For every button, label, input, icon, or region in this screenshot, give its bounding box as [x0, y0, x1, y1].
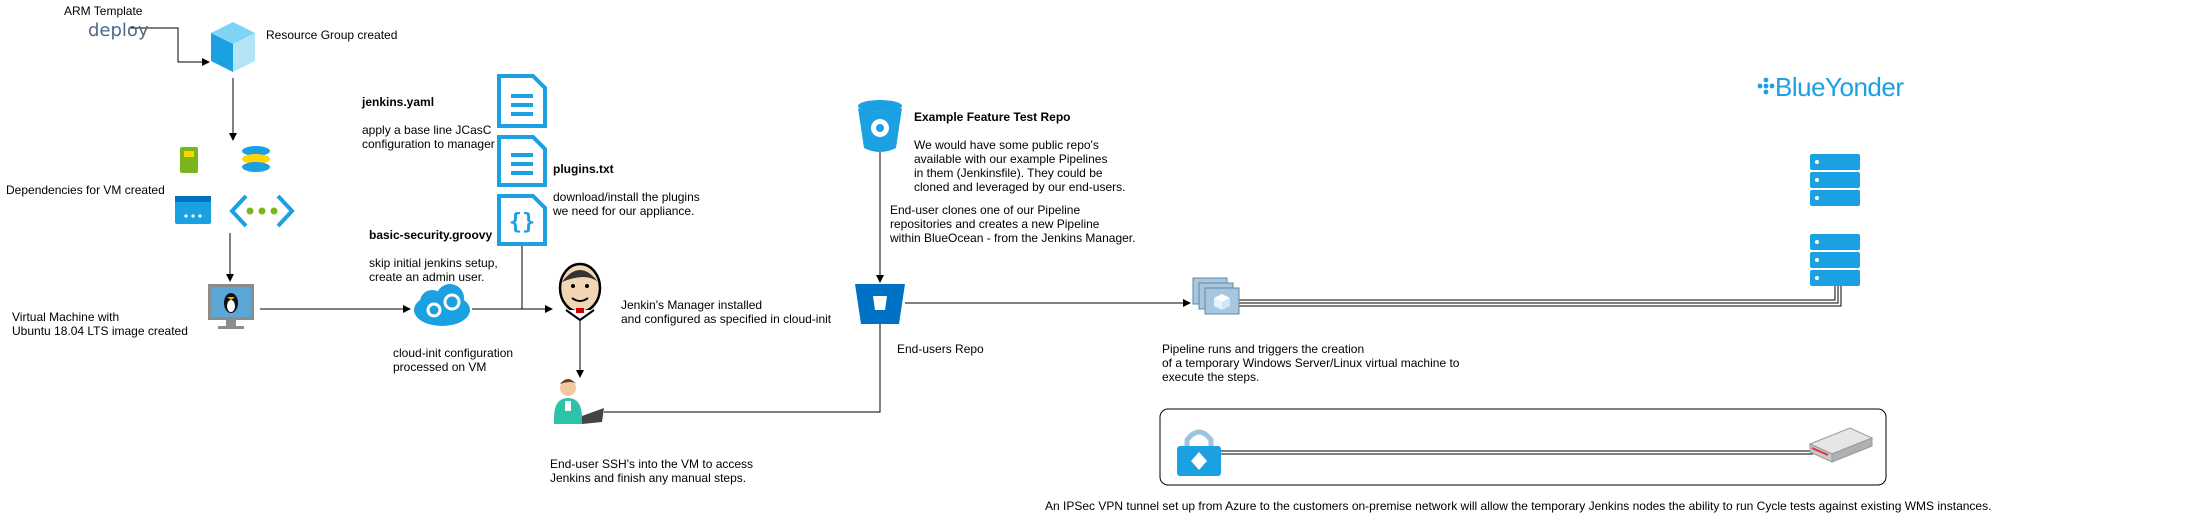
plugins-title: plugins.txt	[553, 162, 614, 176]
basic-security-note: basic-security.groovy skip initial jenki…	[369, 214, 498, 284]
disk-icon	[242, 146, 270, 172]
connectors	[130, 27, 1842, 455]
cube-icon	[211, 22, 255, 72]
monitor-linux-icon	[208, 284, 254, 329]
pipeline-runs-label: Pipeline runs and triggers the creation …	[1162, 342, 1460, 384]
brand-name: BlueYonder	[1775, 72, 1904, 102]
clone-note: End-user clones one of our Pipeline repo…	[890, 203, 1136, 245]
vnet-card-icon	[175, 196, 211, 224]
jenkins-yaml-note: jenkins.yaml apply a base line JCasC con…	[362, 81, 495, 151]
ipsec-note: An IPSec VPN tunnel set up from Azure to…	[1045, 499, 1992, 513]
document-icon	[497, 135, 547, 187]
dependencies-label: Dependencies for VM created	[6, 183, 165, 197]
svg-text:{}: {}	[509, 210, 536, 235]
vpn-lock-icon	[1177, 429, 1221, 476]
jenkins-yaml-desc: apply a base line JCasC configuration to…	[362, 123, 495, 151]
arm-template-label: ARM Template	[64, 4, 143, 18]
repo-icon	[855, 284, 905, 324]
cloud-init-label: cloud-init configuration processed on VM	[393, 346, 514, 374]
example-repo-title: Example Feature Test Repo	[914, 110, 1071, 124]
config-icons	[175, 146, 295, 228]
user-laptop-icon	[554, 379, 604, 424]
basic-security-title: basic-security.groovy	[369, 228, 493, 242]
plugins-desc: download/install the plugins we need for…	[553, 190, 700, 218]
arrow-user-to-repo	[604, 287, 884, 413]
router-icon	[1808, 427, 1874, 463]
example-repo-desc: We would have some public repo's availab…	[914, 138, 1126, 194]
jenkins-yaml-title: jenkins.yaml	[362, 95, 435, 109]
server-rack-icon	[1810, 154, 1860, 206]
basic-security-desc: skip initial jenkins setup, create an ad…	[369, 256, 498, 284]
deploy-label: deploy	[88, 20, 149, 41]
arrow-deploy-to-rg	[130, 27, 210, 66]
brand-logo-icon	[1757, 77, 1775, 95]
network-icon	[229, 194, 295, 228]
vm-label: Virtual Machine with Ubuntu 18.04 LTS im…	[12, 310, 188, 338]
server-rack-icon	[1810, 234, 1860, 286]
json-icon: {}	[497, 194, 547, 246]
end-users-repo-label: End-users Repo	[897, 342, 984, 356]
document-icon	[497, 74, 547, 128]
end-user-ssh-label: End-user SSH's into the VM to access Jen…	[550, 457, 754, 485]
plugins-note: plugins.txt download/install the plugins…	[553, 148, 700, 218]
resource-group-label: Resource Group created	[266, 28, 398, 42]
bucket-icon	[858, 100, 902, 152]
vm-stack-icon	[1192, 277, 1240, 315]
line-vms-to-servers	[1235, 277, 1836, 301]
jenkins-butler-icon	[558, 262, 602, 322]
jenkins-manager-label: Jenkin's Manager installed and configure…	[621, 298, 832, 326]
vpn-container	[1159, 408, 1887, 486]
cloud-gear-icon	[414, 284, 470, 326]
example-repo-note: Example Feature Test Repo We would have …	[914, 96, 1125, 194]
storage-icon	[180, 147, 198, 173]
